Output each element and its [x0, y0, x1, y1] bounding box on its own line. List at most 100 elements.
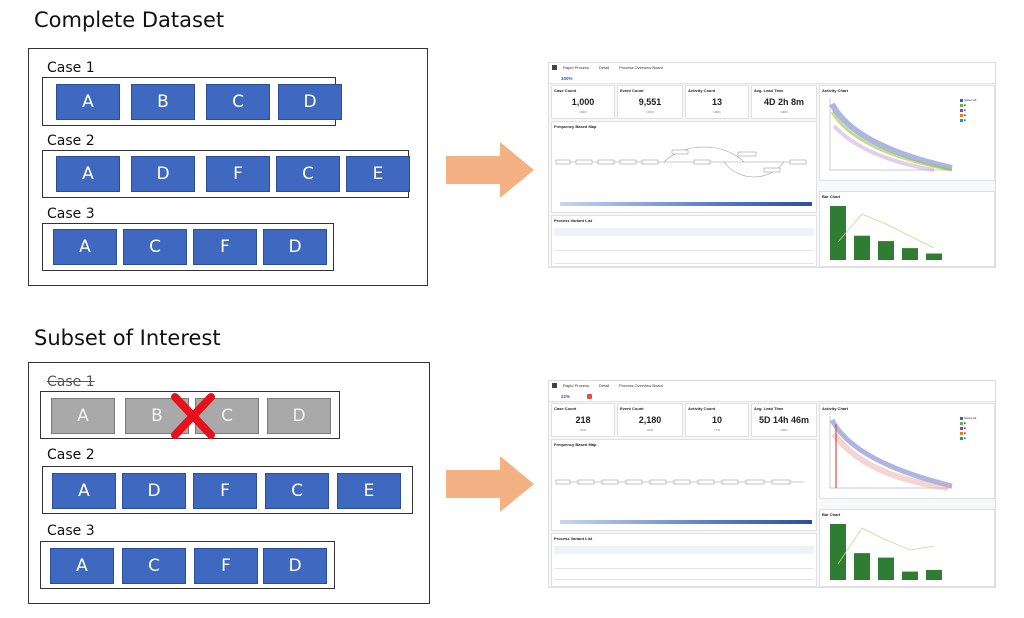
case-3-row: A C F D [40, 541, 335, 589]
subset-frame: Case 1 A B C D Case 2 A D F C E Case 3 A… [28, 362, 430, 604]
panel-title: Activity Chart [822, 406, 849, 411]
activity-box: C [122, 548, 186, 584]
case-3-label: Case 3 [47, 206, 95, 222]
bar [878, 241, 894, 260]
kpi-value: 4D 2h 8m [763, 97, 805, 107]
panel-title: Process Variant List [554, 218, 593, 223]
dashboard-tab[interactable]: Detail [599, 65, 610, 70]
case-2-row: A D F C E [42, 466, 413, 514]
panel-title: Frequency Based Map [554, 124, 597, 129]
kpi-value: 5D 14h 46m [758, 415, 810, 425]
panel-title: Process Variant List [554, 536, 593, 541]
case-1-row-excluded: A B C D [40, 391, 340, 439]
app-grid-icon [552, 383, 557, 388]
frequency-map-panel: Frequency Based Map [551, 121, 817, 213]
case-1-label: Case 1 [47, 60, 95, 76]
filter-percentage: 22% [561, 394, 571, 399]
bar [854, 553, 870, 580]
activity-box-excluded: D [267, 398, 331, 434]
dashboard-tab[interactable]: Process Overview Board [619, 383, 664, 388]
activity-box: D [131, 156, 195, 192]
dashboard-tab[interactable]: Detail [599, 383, 610, 388]
case-1-row: A B C D [42, 77, 342, 126]
dashboard-toolbar [549, 392, 995, 402]
kpi-card: Case Count 218 22% [551, 403, 615, 437]
activity-box: D [263, 548, 327, 584]
variant-list-panel: Process Variant List [551, 533, 817, 587]
activity-box: C [123, 229, 187, 265]
case-1-label-excluded: Case 1 [47, 374, 95, 390]
activity-box: D [263, 229, 327, 265]
scatter-plot [829, 98, 953, 172]
kpi-title: Avg. Lead Time [754, 406, 784, 411]
dashboard-tab[interactable]: Process Overview Board [619, 65, 664, 70]
kpi-title: Activity Count [688, 406, 716, 411]
activity-box: C [265, 473, 329, 509]
activity-box: E [346, 156, 410, 192]
right-arrow-icon [446, 456, 534, 512]
kpi-percent: 100% [713, 110, 721, 114]
activity-box: A [53, 229, 117, 265]
kpi-title: Activity Count [688, 88, 716, 93]
process-map [555, 146, 807, 178]
kpi-percent: 23% [646, 428, 653, 432]
filter-chip-icon[interactable] [587, 394, 592, 399]
panel-title: Bar Chart [822, 512, 841, 517]
variant-row [554, 556, 814, 569]
variant-row [554, 251, 814, 264]
bar [878, 557, 894, 580]
panel-title: Bar Chart [822, 194, 841, 199]
kpi-title: Event Count [620, 88, 644, 93]
dashboard-screenshot-full: Rapid Process Detail Process Overview Bo… [548, 62, 996, 268]
kpi-value: 1,000 [571, 97, 595, 107]
kpi-title: Avg. Lead Time [754, 88, 784, 93]
activity-box: A [50, 548, 114, 584]
app-grid-icon [552, 65, 557, 70]
kpi-value: 9,551 [638, 97, 662, 107]
variant-row [554, 238, 814, 251]
activity-box: A [52, 473, 116, 509]
kpi-card: Activity Count 13 100% [685, 85, 749, 119]
filter-percentage: 100% [561, 76, 573, 81]
bar [830, 524, 846, 580]
bar-chart [830, 206, 942, 260]
bar-chart [830, 524, 942, 580]
kpi-card: Avg. Lead Time 5D 14h 46m 136% [751, 403, 817, 437]
bar [926, 569, 942, 580]
dashboard-toolbar [549, 74, 995, 84]
panel-title: Frequency Based Map [554, 442, 597, 447]
activity-box-excluded: A [51, 398, 115, 434]
kpi-title: Case Count [554, 406, 577, 411]
dashboard-tab[interactable]: Rapid Process [563, 65, 590, 70]
bar [926, 253, 942, 260]
variant-list-panel: Process Variant List [551, 215, 817, 267]
dashboard-tab[interactable]: Rapid Process [563, 383, 590, 388]
activity-box: C [206, 84, 270, 120]
activity-box: B [131, 84, 195, 120]
activity-box: C [276, 156, 340, 192]
variant-table-header [554, 546, 814, 554]
variant-row [554, 569, 814, 580]
kpi-value: 2,180 [638, 415, 662, 425]
activity-box: D [278, 84, 342, 120]
kpi-percent: 22% [579, 428, 586, 432]
kpi-card: Avg. Lead Time 4D 2h 8m 100% [751, 85, 817, 119]
activity-box: A [56, 84, 120, 120]
kpi-card: Event Count 2,180 23% [617, 403, 683, 437]
bar-chart-panel: Bar Chart [819, 191, 995, 267]
kpi-percent: 136% [780, 428, 788, 432]
activity-box: E [337, 473, 401, 509]
variant-table-header [554, 228, 814, 236]
kpi-percent: 100% [579, 110, 587, 114]
activity-box: F [193, 229, 257, 265]
timeline-bar [560, 202, 812, 206]
case-3-label: Case 3 [47, 523, 95, 539]
activity-box: A [56, 156, 120, 192]
kpi-card: Event Count 9,551 100% [617, 85, 683, 119]
bar [854, 235, 870, 260]
kpi-percent: 100% [646, 110, 654, 114]
kpi-title: Event Count [620, 406, 644, 411]
complete-dataset-heading: Complete Dataset [34, 8, 225, 32]
process-map [555, 479, 804, 485]
bar [830, 206, 846, 260]
